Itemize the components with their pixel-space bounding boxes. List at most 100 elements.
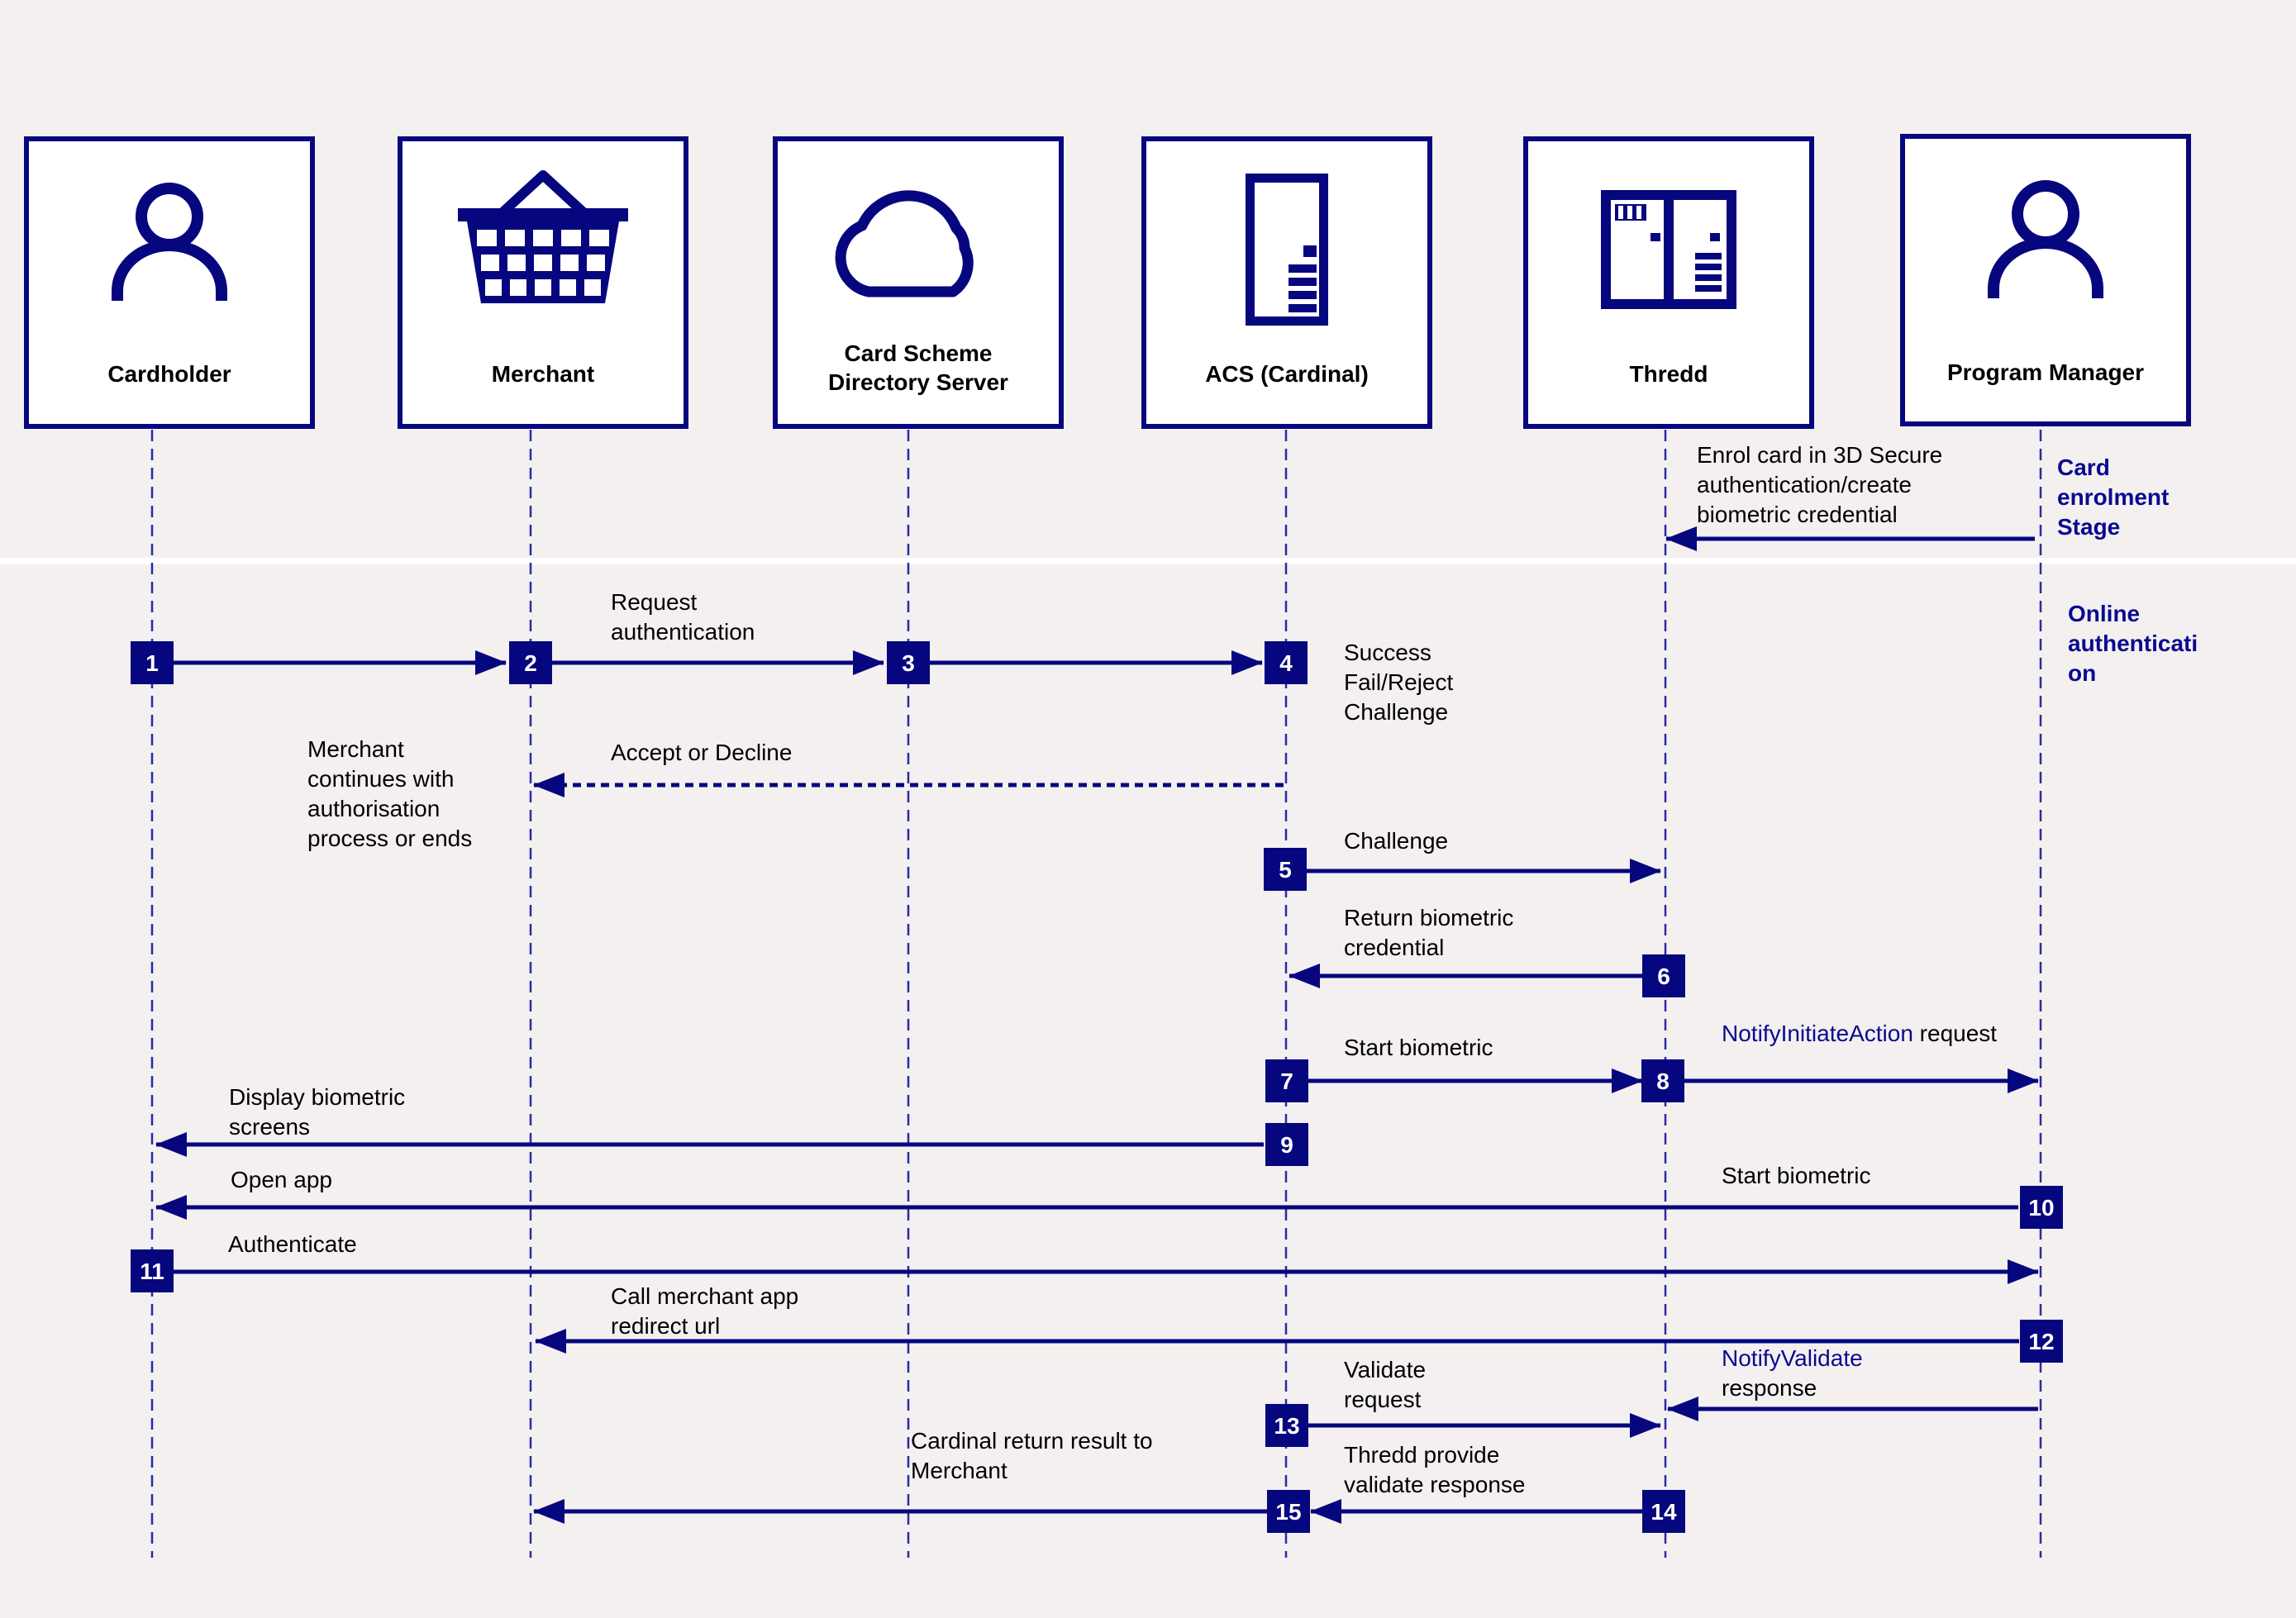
message-text: credential [1344, 935, 1444, 960]
message-line: Enrol card in 3D Secure [1697, 442, 1942, 468]
step-badge-box [509, 641, 552, 684]
message-text: authentication/create [1697, 472, 1912, 497]
actor-label: Cardholder [107, 361, 231, 387]
actor-label: ACS (Cardinal) [1205, 361, 1369, 387]
actor-label: Program Manager [1947, 359, 2144, 385]
msg-merchant-continues: Merchant continues with authorisation proce… [307, 736, 472, 851]
msg-start-biometric-pm: Start biometric [1722, 1163, 1871, 1188]
message-line: Success [1344, 640, 1431, 665]
step-badge-3: 3 [887, 641, 930, 684]
step-number: 1 [145, 650, 159, 676]
message-line: authorisation [307, 796, 440, 821]
message-line: process or ends [307, 826, 472, 851]
msg-validate-request: Validate request [1344, 1357, 1426, 1412]
step-badge-box [1265, 1059, 1308, 1102]
msg-display-screens: Display biometric screens [229, 1084, 405, 1140]
step-number: 2 [524, 650, 537, 676]
message-line: Authenticate [228, 1231, 357, 1257]
server-rack-icon [1601, 190, 1736, 309]
step-badge-9: 9 [1265, 1123, 1308, 1166]
step-number: 9 [1280, 1132, 1293, 1158]
step-badge-13: 13 [1265, 1404, 1308, 1447]
msg-enrol: Enrol card in 3D Secure authentication/cr… [1697, 442, 1942, 527]
step-number: 11 [140, 1259, 164, 1284]
msg-cardinal-result: Cardinal return result to Merchant [911, 1428, 1153, 1483]
step-badge-box [1642, 1490, 1685, 1533]
shopping-basket-icon [458, 170, 628, 303]
msg-notify-initiate: NotifyInitiateAction request [1722, 1021, 1997, 1046]
message-text: Call merchant app [611, 1283, 798, 1309]
step-badge-box [1641, 1059, 1684, 1102]
step-badge-5: 5 [1264, 848, 1307, 891]
actor-acs: ACS (Cardinal) [1141, 136, 1432, 429]
api-name: NotifyValidate [1722, 1345, 1863, 1371]
api-name: NotifyInitiateAction [1722, 1021, 1913, 1046]
message-text: Display biometric [229, 1084, 405, 1110]
stage-label: Online [2068, 601, 2140, 626]
step-badge-box [131, 641, 174, 684]
message-line: Fail/Reject [1344, 669, 1453, 695]
message-text: Challenge [1344, 699, 1448, 725]
message-line: Return biometric [1344, 905, 1513, 930]
msg-call-redirect: Call merchant app redirect url [611, 1283, 798, 1339]
message-text: Request [611, 589, 698, 615]
message-text: Success [1344, 640, 1431, 665]
message-text: Start biometric [1344, 1035, 1493, 1060]
stage-label: on [2068, 660, 2096, 686]
message-text: request [1913, 1021, 1997, 1046]
step-badge-6: 6 [1642, 954, 1685, 997]
message-text: authorisation [307, 796, 440, 821]
message-line: Cardinal return result to [911, 1428, 1153, 1454]
message-line: Request [611, 589, 698, 615]
message-text: Challenge [1344, 828, 1448, 854]
message-line: redirect url [611, 1313, 720, 1339]
step-badge-box [1265, 641, 1308, 684]
step-number: 6 [1657, 964, 1670, 989]
message-line: Merchant [307, 736, 404, 762]
message-line: response [1722, 1375, 1817, 1401]
message-text: validate response [1344, 1472, 1525, 1497]
step-badge-11: 11 [131, 1249, 174, 1292]
actor-label: Thredd [1630, 361, 1708, 387]
message-text: Return biometric [1344, 905, 1513, 930]
message-text: Validate [1344, 1357, 1426, 1382]
message-text: Accept or Decline [611, 740, 792, 765]
stage-label: authenticati [2068, 631, 2198, 656]
message-line: authentication/create [1697, 472, 1912, 497]
msg-authenticate: Authenticate [228, 1231, 357, 1257]
message-line: Merchant [911, 1458, 1007, 1483]
message-line: screens [229, 1114, 310, 1140]
message-text: redirect url [611, 1313, 720, 1339]
actor-merchant: Merchant [398, 136, 688, 429]
message-line: request [1344, 1387, 1422, 1412]
step-number: 4 [1279, 650, 1293, 676]
actor-label: Merchant [492, 361, 594, 387]
step-number: 7 [1280, 1068, 1293, 1094]
message-line: Thredd provide [1344, 1442, 1499, 1468]
message-line: continues with [307, 766, 454, 792]
step-number: 10 [2028, 1195, 2054, 1221]
message-line: biometric credential [1697, 502, 1898, 527]
message-line: NotifyValidate [1722, 1345, 1863, 1371]
step-badge-12: 12 [2020, 1320, 2063, 1363]
message-line: NotifyInitiateAction request [1722, 1021, 1997, 1046]
actor-cardholder: Cardholder [24, 136, 315, 429]
cloud-icon [835, 190, 974, 297]
person-icon [1988, 180, 2103, 298]
message-text: Cardinal return result to [911, 1428, 1153, 1454]
message-line: Start biometric [1722, 1163, 1871, 1188]
message-line: Call merchant app [611, 1283, 798, 1309]
message-text: continues with [307, 766, 454, 792]
online-panel [0, 567, 2296, 1614]
message-line: Display biometric [229, 1084, 405, 1110]
message-text: process or ends [307, 826, 472, 851]
stage-label: Stage [2057, 514, 2120, 540]
msg-accept-decline: Accept or Decline [611, 740, 792, 765]
step-number: 5 [1279, 857, 1292, 883]
step-badge-box [1642, 954, 1685, 997]
step-badge-7: 7 [1265, 1059, 1308, 1102]
step-number: 13 [1274, 1413, 1299, 1439]
step-number: 12 [2028, 1329, 2054, 1354]
step-badge-4: 4 [1265, 641, 1308, 684]
step-badge-14: 14 [1642, 1490, 1685, 1533]
